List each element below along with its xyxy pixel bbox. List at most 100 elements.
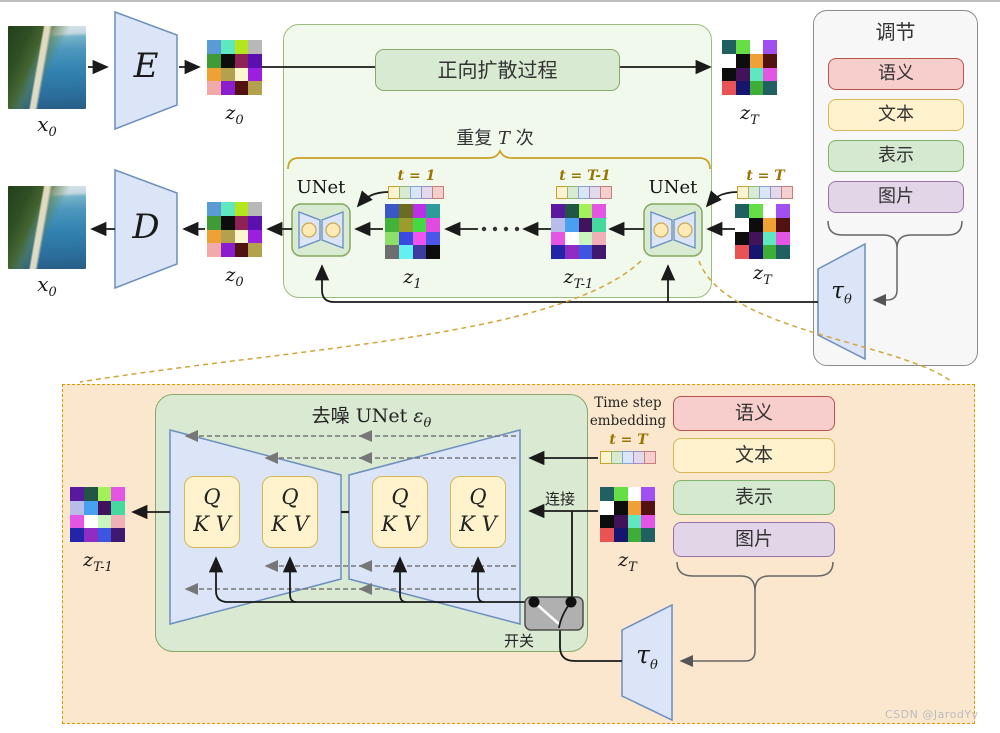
latent-cell (234, 229, 249, 244)
latent-cell (83, 528, 98, 542)
latent-cell (762, 217, 777, 232)
zT-mid-label: zT (753, 262, 772, 288)
condition-item-3: 图片 (673, 522, 835, 557)
latent-cell (70, 528, 84, 542)
tau-encoder-top-trapezoid (817, 242, 866, 361)
zoom-guide-left (79, 260, 642, 383)
embedding-cell (644, 451, 656, 464)
unet-right-label: UNet (648, 177, 698, 198)
latent-cell (426, 204, 440, 218)
cond-bracket-stem-bottom (679, 591, 756, 667)
latent-cell (207, 53, 221, 68)
latent-cell (412, 217, 427, 232)
condition-item-1: 文本 (673, 438, 835, 473)
tT-bottom-label: t = T (609, 432, 648, 448)
latent-cell (234, 53, 249, 68)
latent-cell (735, 204, 749, 218)
switch-label: 开关 (503, 632, 534, 650)
latent-cell (592, 217, 606, 232)
latent-cell (578, 245, 593, 259)
latent-cell (762, 231, 777, 246)
latent-cell (234, 243, 249, 257)
decoder-label: D (132, 207, 160, 247)
switch-terminal-right (565, 596, 577, 608)
latent-cell (398, 245, 413, 259)
latent-cell (207, 67, 221, 82)
latent-cell (592, 231, 606, 246)
latent-cell (248, 81, 262, 95)
latent-cell (735, 245, 749, 259)
latent-cell (613, 528, 628, 542)
latent-cell (234, 40, 249, 54)
latent-cell (600, 487, 614, 501)
latent-cell (207, 40, 221, 54)
encoder-trapezoid (114, 10, 178, 131)
arrow-t1-embedding-to-unet (356, 190, 390, 208)
latent-cell (220, 229, 235, 244)
latent-cell (220, 243, 235, 257)
latent-cell (234, 215, 249, 230)
latent-cell (248, 40, 262, 54)
latent-cell (426, 217, 440, 232)
latent-cell (83, 500, 98, 515)
latent-cell (762, 204, 777, 218)
latent-zT1-grid (551, 204, 606, 259)
latent-cell (627, 487, 642, 501)
latent-cell (641, 500, 655, 515)
cond-bracket-stem-top (872, 248, 898, 306)
latent-cell (613, 514, 628, 529)
latent-cell (600, 500, 614, 515)
latent-cell (735, 67, 750, 82)
conditioning-list-bottom: 语义文本表示图片 (673, 396, 835, 564)
forward-diffusion-box: 正向扩散过程 (375, 49, 620, 91)
zoom-guide-right (698, 260, 953, 383)
watermark: CSDN @JarodYv (885, 708, 979, 721)
latent-cell (748, 217, 763, 232)
latent-cell (735, 53, 750, 68)
latent-cell (97, 528, 112, 542)
z1-label: z1 (403, 266, 422, 292)
latent-cell (248, 215, 262, 230)
tau-bottom-label: τθ (636, 640, 658, 673)
latent-cell (398, 231, 413, 246)
latent-cell (220, 40, 235, 54)
latent-cell (207, 81, 221, 95)
latent-zT-grid (722, 40, 777, 95)
output-image (8, 186, 86, 269)
latent-cell (722, 67, 736, 82)
latent-cell (207, 243, 221, 257)
latent-cell (385, 204, 399, 218)
latent-cell (578, 231, 593, 246)
latent-cell (748, 204, 763, 218)
latent-cell (735, 40, 750, 54)
switch-lever (533, 601, 560, 625)
latent-cell (564, 204, 579, 218)
condition-item-1: 文本 (828, 99, 964, 131)
qkv-feed-arrow-2 (282, 556, 298, 603)
t1-embedding (388, 186, 444, 199)
latent-cell (83, 514, 98, 529)
condition-item-2: 表示 (828, 140, 964, 172)
latent-cell (627, 514, 642, 529)
latent-cell (398, 217, 413, 232)
latent-cell (776, 245, 790, 259)
latent-cell (722, 40, 736, 54)
latent-cell (641, 528, 655, 542)
latent-cell (722, 81, 736, 95)
embedding-cell (432, 186, 444, 199)
latent-z0-out-grid (207, 202, 262, 257)
zT-label: zT (740, 102, 759, 128)
latent-cell (763, 67, 777, 82)
latent-cell (97, 487, 112, 501)
latent-cell (248, 229, 262, 244)
latent-cell (70, 487, 84, 501)
latent-cell (735, 231, 749, 246)
condition-item-3: 图片 (828, 181, 964, 213)
latent-cell (564, 217, 579, 232)
embedding-cell (600, 186, 612, 199)
latent-cell (234, 202, 249, 216)
latent-cell (627, 500, 642, 515)
